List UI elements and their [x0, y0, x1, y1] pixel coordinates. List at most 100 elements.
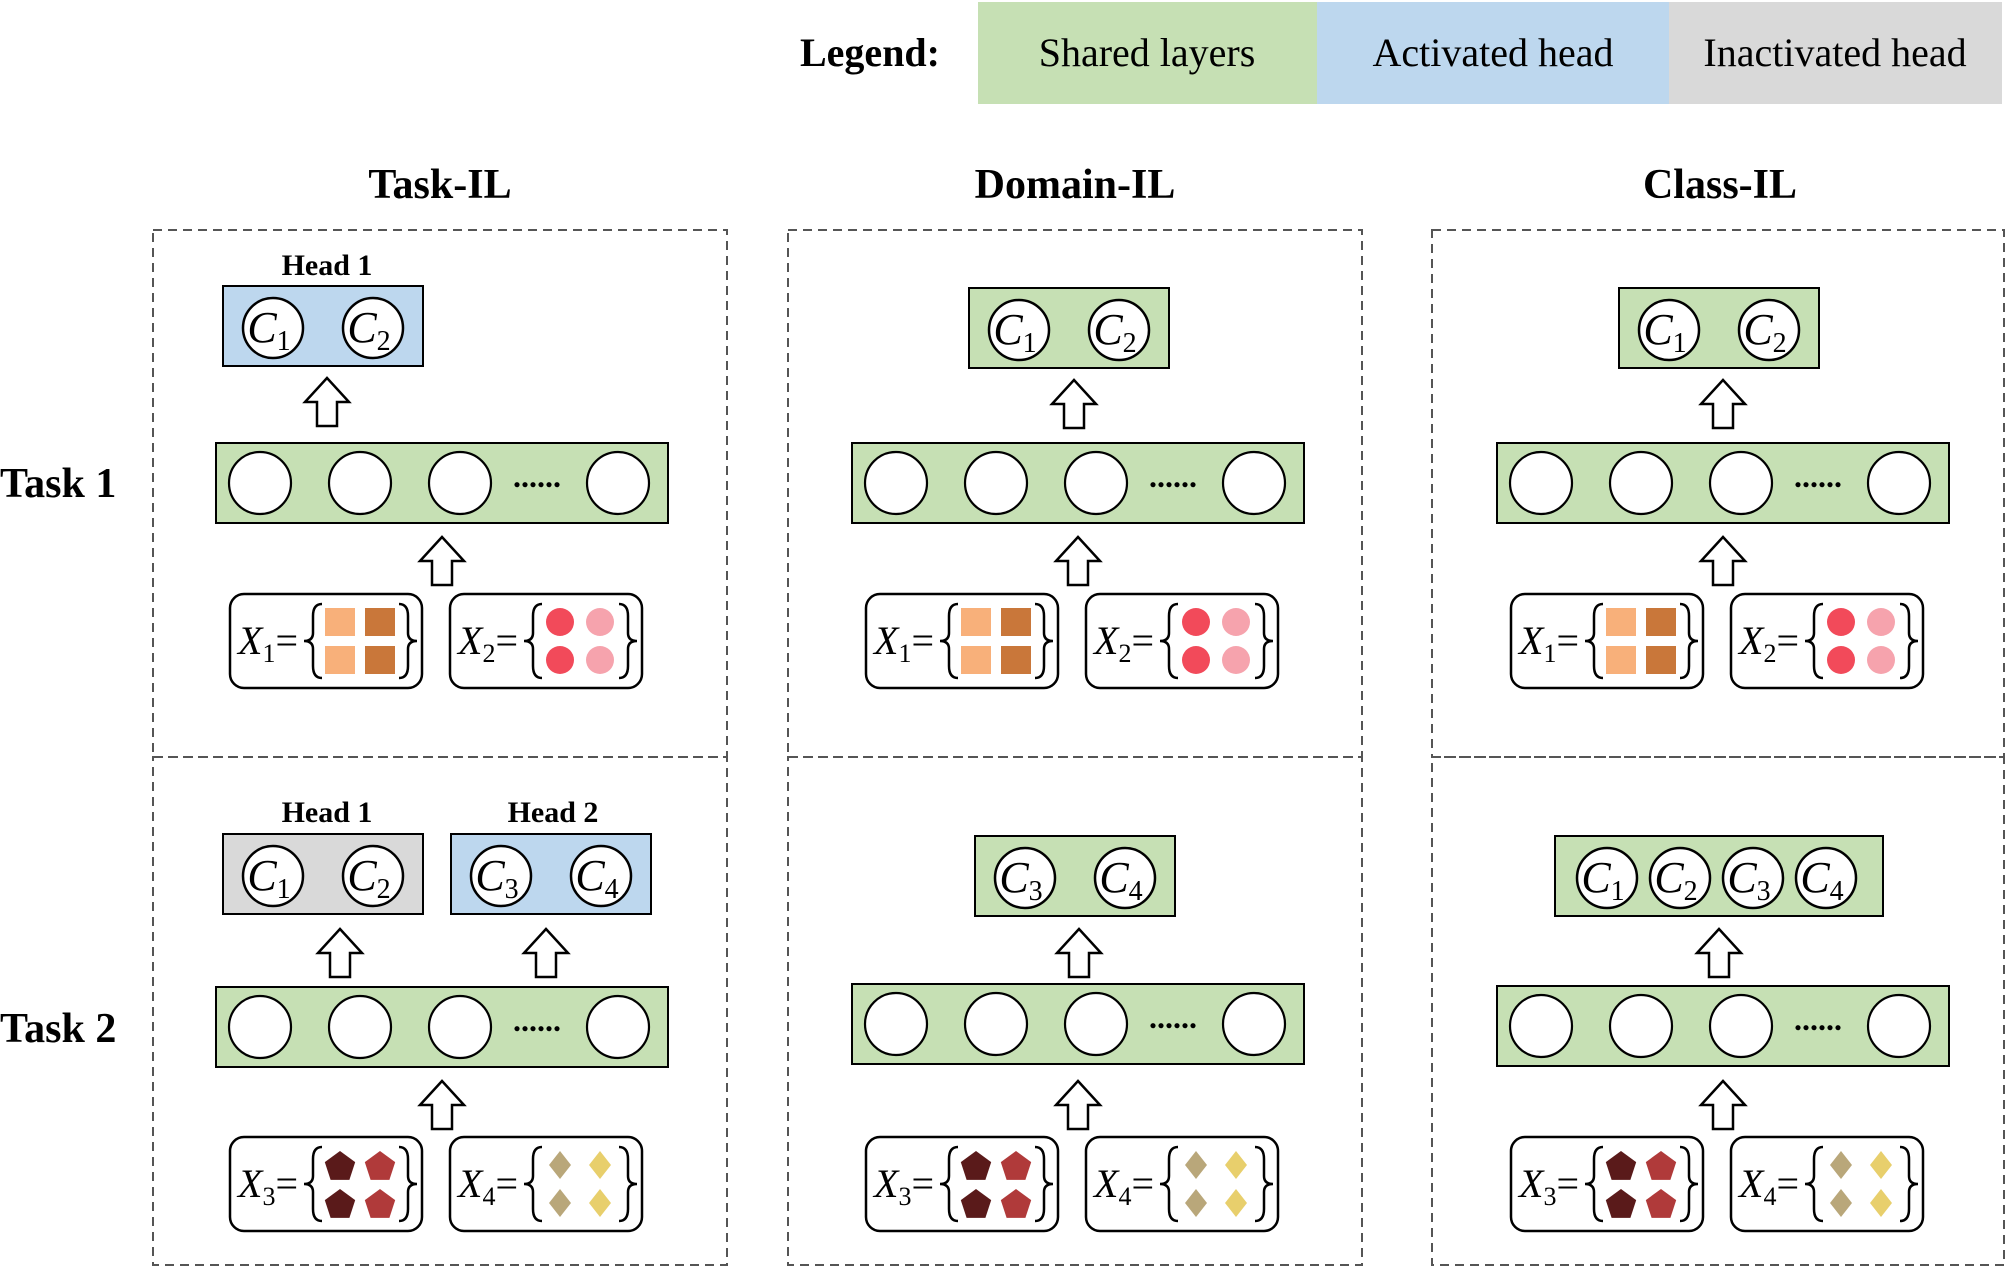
- ellipsis: ......: [513, 1002, 561, 1038]
- svg-text:C1: C1: [247, 303, 290, 357]
- svg-text:C3: C3: [999, 853, 1042, 907]
- class-node-c2: C2: [1737, 298, 1801, 362]
- class-node-c1: C1: [241, 844, 305, 908]
- legend-swatch-shared: [978, 2, 1317, 104]
- class-il-task1-input-x1: X1=: [1509, 592, 1705, 690]
- svg-text:C1: C1: [1581, 853, 1624, 907]
- neuron: [427, 994, 493, 1060]
- svg-text:X4=: X4=: [1092, 1161, 1154, 1211]
- class-il-task2-arrow-input: [1699, 1079, 1747, 1131]
- domain-il-task1-input-x2: X2=: [1084, 592, 1280, 690]
- neuron: [1221, 450, 1287, 516]
- svg-text:X1=: X1=: [1517, 618, 1579, 668]
- class-node-c4: C4: [1093, 846, 1157, 910]
- class-node-c2: C2: [341, 844, 405, 908]
- neuron: [1508, 993, 1574, 1059]
- class-il-task2-shared-layers: ......: [1496, 985, 1950, 1067]
- domain-il-task1-input-x1: X1=: [864, 592, 1060, 690]
- legend-label-active: Activated head: [1373, 30, 1614, 75]
- panel-domain-il-task-2: [787, 756, 1363, 1266]
- class-node-c2: C2: [1648, 846, 1712, 910]
- svg-text:C4: C4: [1800, 853, 1843, 907]
- legend-swatch-active: [1317, 2, 1669, 104]
- svg-text:X2=: X2=: [1092, 618, 1154, 668]
- task-il-task2-arrow-head1: [316, 927, 364, 979]
- class-il-task2-input-x3: X3=: [1509, 1135, 1705, 1233]
- neuron: [1063, 991, 1129, 1057]
- task-il-task1-head1-label: Head 1: [282, 249, 373, 282]
- legend-label-inactive: Inactivated head: [1703, 30, 1966, 75]
- neuron: [863, 450, 929, 516]
- ellipsis: ......: [1149, 999, 1197, 1035]
- neuron: [863, 991, 929, 1057]
- neuron: [427, 450, 493, 516]
- svg-text:C4: C4: [1099, 853, 1142, 907]
- svg-text:X4=: X4=: [456, 1161, 518, 1211]
- neuron: [963, 991, 1029, 1057]
- task-il-task2-head2-label: Head 2: [508, 796, 599, 829]
- svg-text:C2: C2: [1654, 853, 1697, 907]
- svg-text:C1: C1: [993, 305, 1036, 359]
- svg-text:X3=: X3=: [236, 1161, 298, 1211]
- legend-label-shared: Shared layers: [1039, 30, 1256, 75]
- domain-il-task2-shared-layers: ......: [851, 983, 1305, 1065]
- neuron: [327, 994, 393, 1060]
- panel-task-il-task-2: [152, 756, 728, 1266]
- row-label-task-1: Task 1: [0, 461, 116, 507]
- svg-text:C3: C3: [475, 851, 518, 905]
- class-il-task2-input-x4: X4=: [1729, 1135, 1925, 1233]
- ellipsis: ......: [513, 458, 561, 494]
- domain-il-task2-input-x4: X4=: [1084, 1135, 1280, 1233]
- neuron: [1708, 993, 1774, 1059]
- svg-text:C2: C2: [347, 303, 390, 357]
- neuron: [585, 450, 651, 516]
- svg-text:C2: C2: [347, 851, 390, 905]
- neuron: [1221, 991, 1287, 1057]
- domain-il-task2-arrow-head: [1055, 927, 1103, 979]
- svg-text:X3=: X3=: [872, 1161, 934, 1211]
- domain-il-task1-arrow-head: [1050, 378, 1098, 430]
- neuron: [1508, 450, 1574, 516]
- neuron: [1608, 993, 1674, 1059]
- class-node-c4: C4: [1794, 846, 1858, 910]
- domain-il-task1-shared-layers: ......: [851, 442, 1305, 524]
- svg-text:C2: C2: [1743, 305, 1786, 359]
- class-node-c2: C2: [1087, 298, 1151, 362]
- svg-text:X3=: X3=: [1517, 1161, 1579, 1211]
- class-il-task1-arrow-input: [1699, 535, 1747, 587]
- task-il-task1-arrow-input: [418, 535, 466, 587]
- ellipsis: ......: [1794, 1001, 1842, 1037]
- column-title-domain-il: Domain-IL: [975, 162, 1176, 208]
- neuron: [227, 994, 293, 1060]
- svg-text:C2: C2: [1093, 305, 1136, 359]
- domain-il-task2-input-x3: X3=: [864, 1135, 1060, 1233]
- panel-class-il-task-2: [1431, 756, 2005, 1266]
- row-label-task-2: Task 2: [0, 1006, 116, 1052]
- legend-swatch-inactive: [1669, 2, 2002, 104]
- class-il-task2-arrow-head: [1695, 927, 1743, 979]
- class-node-c1: C1: [241, 296, 305, 360]
- task-il-task2-shared-layers: ......: [215, 986, 669, 1068]
- svg-text:C1: C1: [1643, 305, 1686, 359]
- class-node-c2: C2: [341, 296, 405, 360]
- svg-text:C3: C3: [1727, 853, 1770, 907]
- task-il-task1-input-x1: X1=: [228, 592, 424, 690]
- svg-text:C1: C1: [247, 851, 290, 905]
- legend: Legend: Shared layers Activated head Ina…: [800, 2, 2002, 104]
- svg-text:X2=: X2=: [1737, 618, 1799, 668]
- column-title-task-il: Task-IL: [368, 162, 511, 208]
- legend-title: Legend:: [800, 30, 940, 75]
- svg-text:X1=: X1=: [872, 618, 934, 668]
- svg-text:C4: C4: [575, 851, 618, 905]
- task-il-task1-arrow-head: [303, 376, 351, 428]
- neuron: [585, 994, 651, 1060]
- neuron: [1608, 450, 1674, 516]
- class-node-c1: C1: [1637, 298, 1701, 362]
- panel-frames: [152, 229, 2005, 1266]
- neuron: [327, 450, 393, 516]
- task-il-task2-input-x3: X3=: [228, 1135, 424, 1233]
- ellipsis: ......: [1149, 458, 1197, 494]
- task-il-task2-head1-label: Head 1: [282, 796, 373, 829]
- svg-text:X4=: X4=: [1737, 1161, 1799, 1211]
